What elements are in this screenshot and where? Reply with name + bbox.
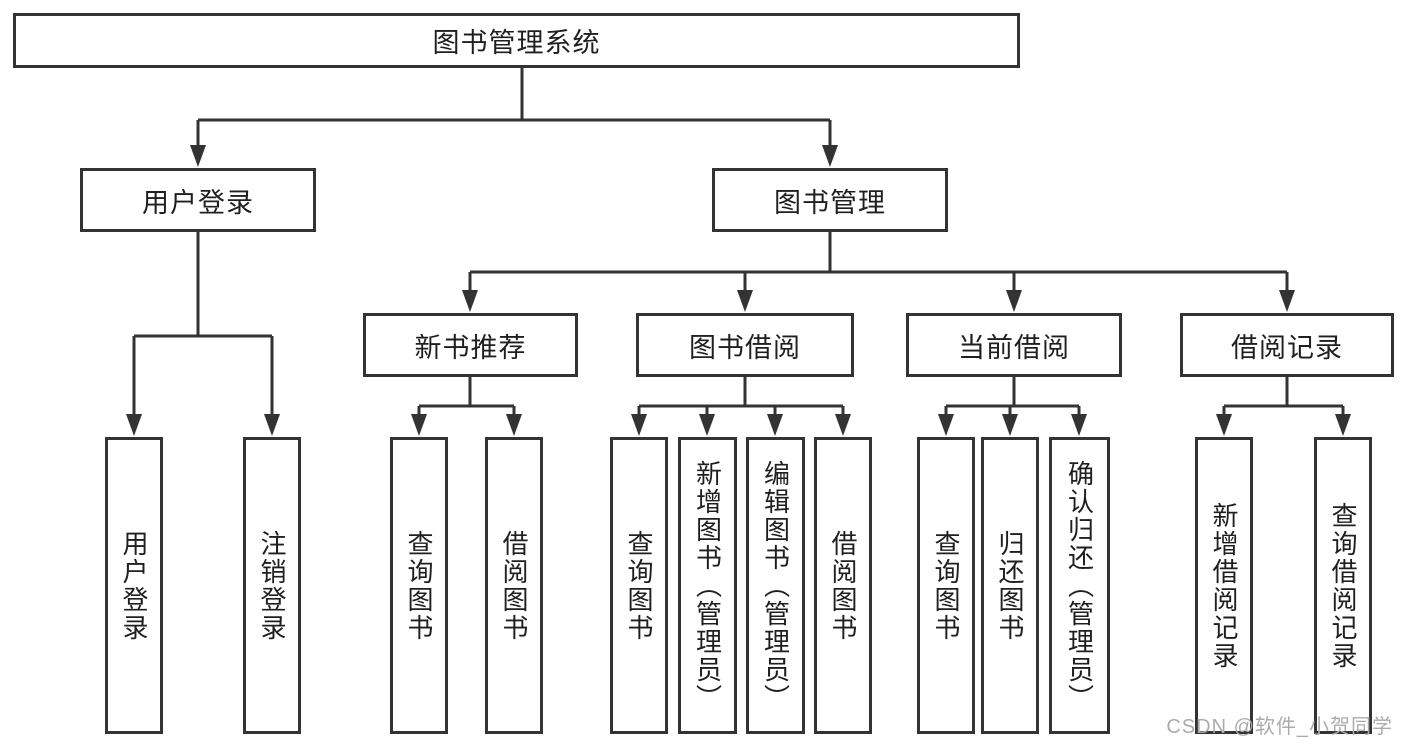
leaf-add-book-admin: 新增图书（管理员） — [678, 437, 737, 734]
leaf-edit-book-admin: 编辑图书（管理员） — [746, 437, 805, 734]
node-book-borrow: 图书借阅 — [636, 313, 854, 377]
node-label: 图书管理系统 — [432, 28, 601, 58]
node-label: 借阅图书 — [499, 529, 529, 642]
node-current-borrow: 当前借阅 — [906, 313, 1122, 377]
node-user-login: 用户登录 — [80, 168, 316, 232]
node-label: 新书推荐 — [414, 332, 527, 363]
node-label: 借阅图书 — [828, 529, 858, 642]
leaf-query-books-current: 查询图书 — [917, 437, 975, 734]
node-label: 查询借阅记录 — [1328, 501, 1358, 670]
node-label: 图书借阅 — [689, 332, 801, 363]
node-label: 新增借阅记录 — [1209, 501, 1239, 670]
node-label: 查询图书 — [624, 529, 654, 642]
leaf-confirm-return-admin: 确认归还（管理员） — [1049, 437, 1110, 734]
leaf-add-borrow-record: 新增借阅记录 — [1195, 437, 1253, 734]
node-book-management: 图书管理 — [712, 168, 948, 232]
node-label: 借阅记录 — [1231, 332, 1343, 363]
node-label: 注销登录 — [257, 529, 287, 642]
node-label: 用户登录 — [119, 529, 149, 642]
node-label: 编辑图书（管理员） — [760, 459, 791, 712]
leaf-borrow-books-recommend: 借阅图书 — [485, 437, 543, 734]
node-library-management-system: 图书管理系统 — [13, 13, 1020, 68]
node-label: 查询图书 — [931, 529, 961, 642]
leaf-return-books: 归还图书 — [981, 437, 1039, 734]
node-label: 归还图书 — [995, 529, 1025, 642]
csdn-watermark: CSDN @软件_小贺同学 — [1166, 716, 1393, 738]
node-label: 查询图书 — [404, 529, 434, 642]
node-borrow-records: 借阅记录 — [1180, 313, 1394, 377]
leaf-user-login: 用户登录 — [105, 437, 163, 734]
leaf-query-borrow-record: 查询借阅记录 — [1314, 437, 1372, 734]
leaf-query-books-recommend: 查询图书 — [390, 437, 448, 734]
node-label: 用户登录 — [142, 187, 254, 218]
node-label: 当前借阅 — [958, 332, 1070, 363]
leaf-borrow-books-borrow: 借阅图书 — [814, 437, 872, 734]
leaf-query-books-borrow: 查询图书 — [610, 437, 668, 734]
node-label: 新增图书（管理员） — [692, 459, 723, 712]
leaf-logout: 注销登录 — [243, 437, 301, 734]
node-label: 确认归还（管理员） — [1064, 459, 1095, 712]
node-new-book-recommend: 新书推荐 — [363, 313, 578, 377]
node-label: 图书管理 — [774, 187, 886, 218]
